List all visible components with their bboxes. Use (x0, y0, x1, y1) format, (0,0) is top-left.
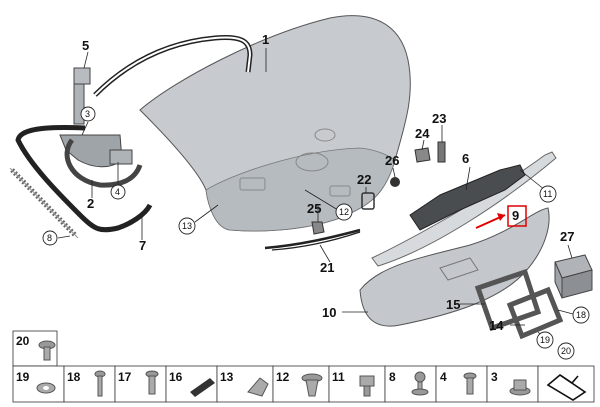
callout-27: 27 (560, 229, 574, 244)
bolt-icon (38, 340, 56, 361)
callout-10: 10 (322, 305, 336, 320)
callout-21: 21 (320, 260, 334, 275)
callout-12: 12 (339, 207, 349, 217)
callout-24: 24 (415, 126, 430, 141)
trunk-lid[interactable] (139, 15, 411, 232)
nut-icon (359, 375, 375, 397)
legend-cell-18[interactable] (63, 365, 116, 403)
lower-trim-panel[interactable] (359, 207, 550, 327)
callout-19: 19 (540, 335, 550, 345)
legend-label-13: 13 (220, 370, 234, 384)
license-bracket[interactable] (474, 268, 564, 340)
gas-spring[interactable] (9, 167, 79, 239)
legend-label-3: 3 (491, 370, 498, 384)
trim-carrier[interactable] (409, 164, 526, 231)
leader-lines (57, 48, 574, 341)
small-parts (264, 141, 446, 251)
legend-label-17: 17 (118, 370, 132, 384)
callout-4: 4 (115, 187, 120, 197)
parts-legend: 20 19 18 17 (12, 330, 595, 403)
legend-cell-folder[interactable] (537, 365, 595, 403)
screw-icon (94, 370, 106, 397)
trunk-seal[interactable] (15, 35, 253, 233)
callout-3: 3 (85, 109, 90, 119)
pad-icon (190, 378, 215, 397)
folder-arrow-icon (546, 373, 587, 401)
push-clip-icon (301, 373, 323, 397)
callout-8: 8 (47, 233, 52, 243)
callout-11: 11 (543, 189, 552, 199)
legend-label-20: 20 (16, 334, 30, 348)
screw-icon (145, 370, 159, 395)
clip-icon (247, 377, 269, 397)
callout-9: 9 (512, 208, 519, 223)
legend-label-16: 16 (169, 370, 183, 384)
legend-label-12: 12 (276, 370, 290, 384)
callout-18: 18 (576, 310, 586, 320)
legend-label-11: 11 (332, 370, 345, 384)
callout-26: 26 (385, 153, 399, 168)
flange-nut-icon (509, 379, 531, 396)
ball-stud-icon (411, 371, 429, 396)
control-unit-box[interactable] (554, 254, 593, 299)
callout-20: 20 (561, 346, 571, 356)
callout-22: 22 (357, 172, 371, 187)
legend-label-8: 8 (389, 370, 396, 384)
bolt-icon (463, 372, 477, 395)
trunk-hinge[interactable] (59, 67, 143, 188)
callout-1: 1 (262, 32, 269, 47)
callout-23: 23 (432, 111, 446, 126)
highlight-callout[interactable] (475, 205, 527, 229)
legend-cell-8[interactable] (384, 365, 437, 403)
callout-5: 5 (82, 38, 89, 53)
legend-label-18: 18 (67, 370, 81, 384)
callout-6: 6 (462, 151, 469, 166)
legend-label-4: 4 (440, 370, 447, 384)
circled-callouts: 3 4 8 13 12 11 18 19 20 (42, 106, 590, 360)
legend-cell-19[interactable] (12, 365, 65, 403)
callout-7: 7 (139, 238, 146, 253)
legend-label-19: 19 (16, 370, 30, 384)
callout-2: 2 (87, 196, 94, 211)
legend-row: 19 18 17 16 13 (12, 365, 595, 403)
callout-15: 15 (446, 297, 460, 312)
callout-14: 14 (489, 318, 504, 333)
red-arrow-icon (497, 213, 505, 221)
legend-cell-11[interactable] (328, 365, 386, 403)
callout-13: 13 (182, 221, 192, 231)
callout-25: 25 (307, 201, 321, 216)
